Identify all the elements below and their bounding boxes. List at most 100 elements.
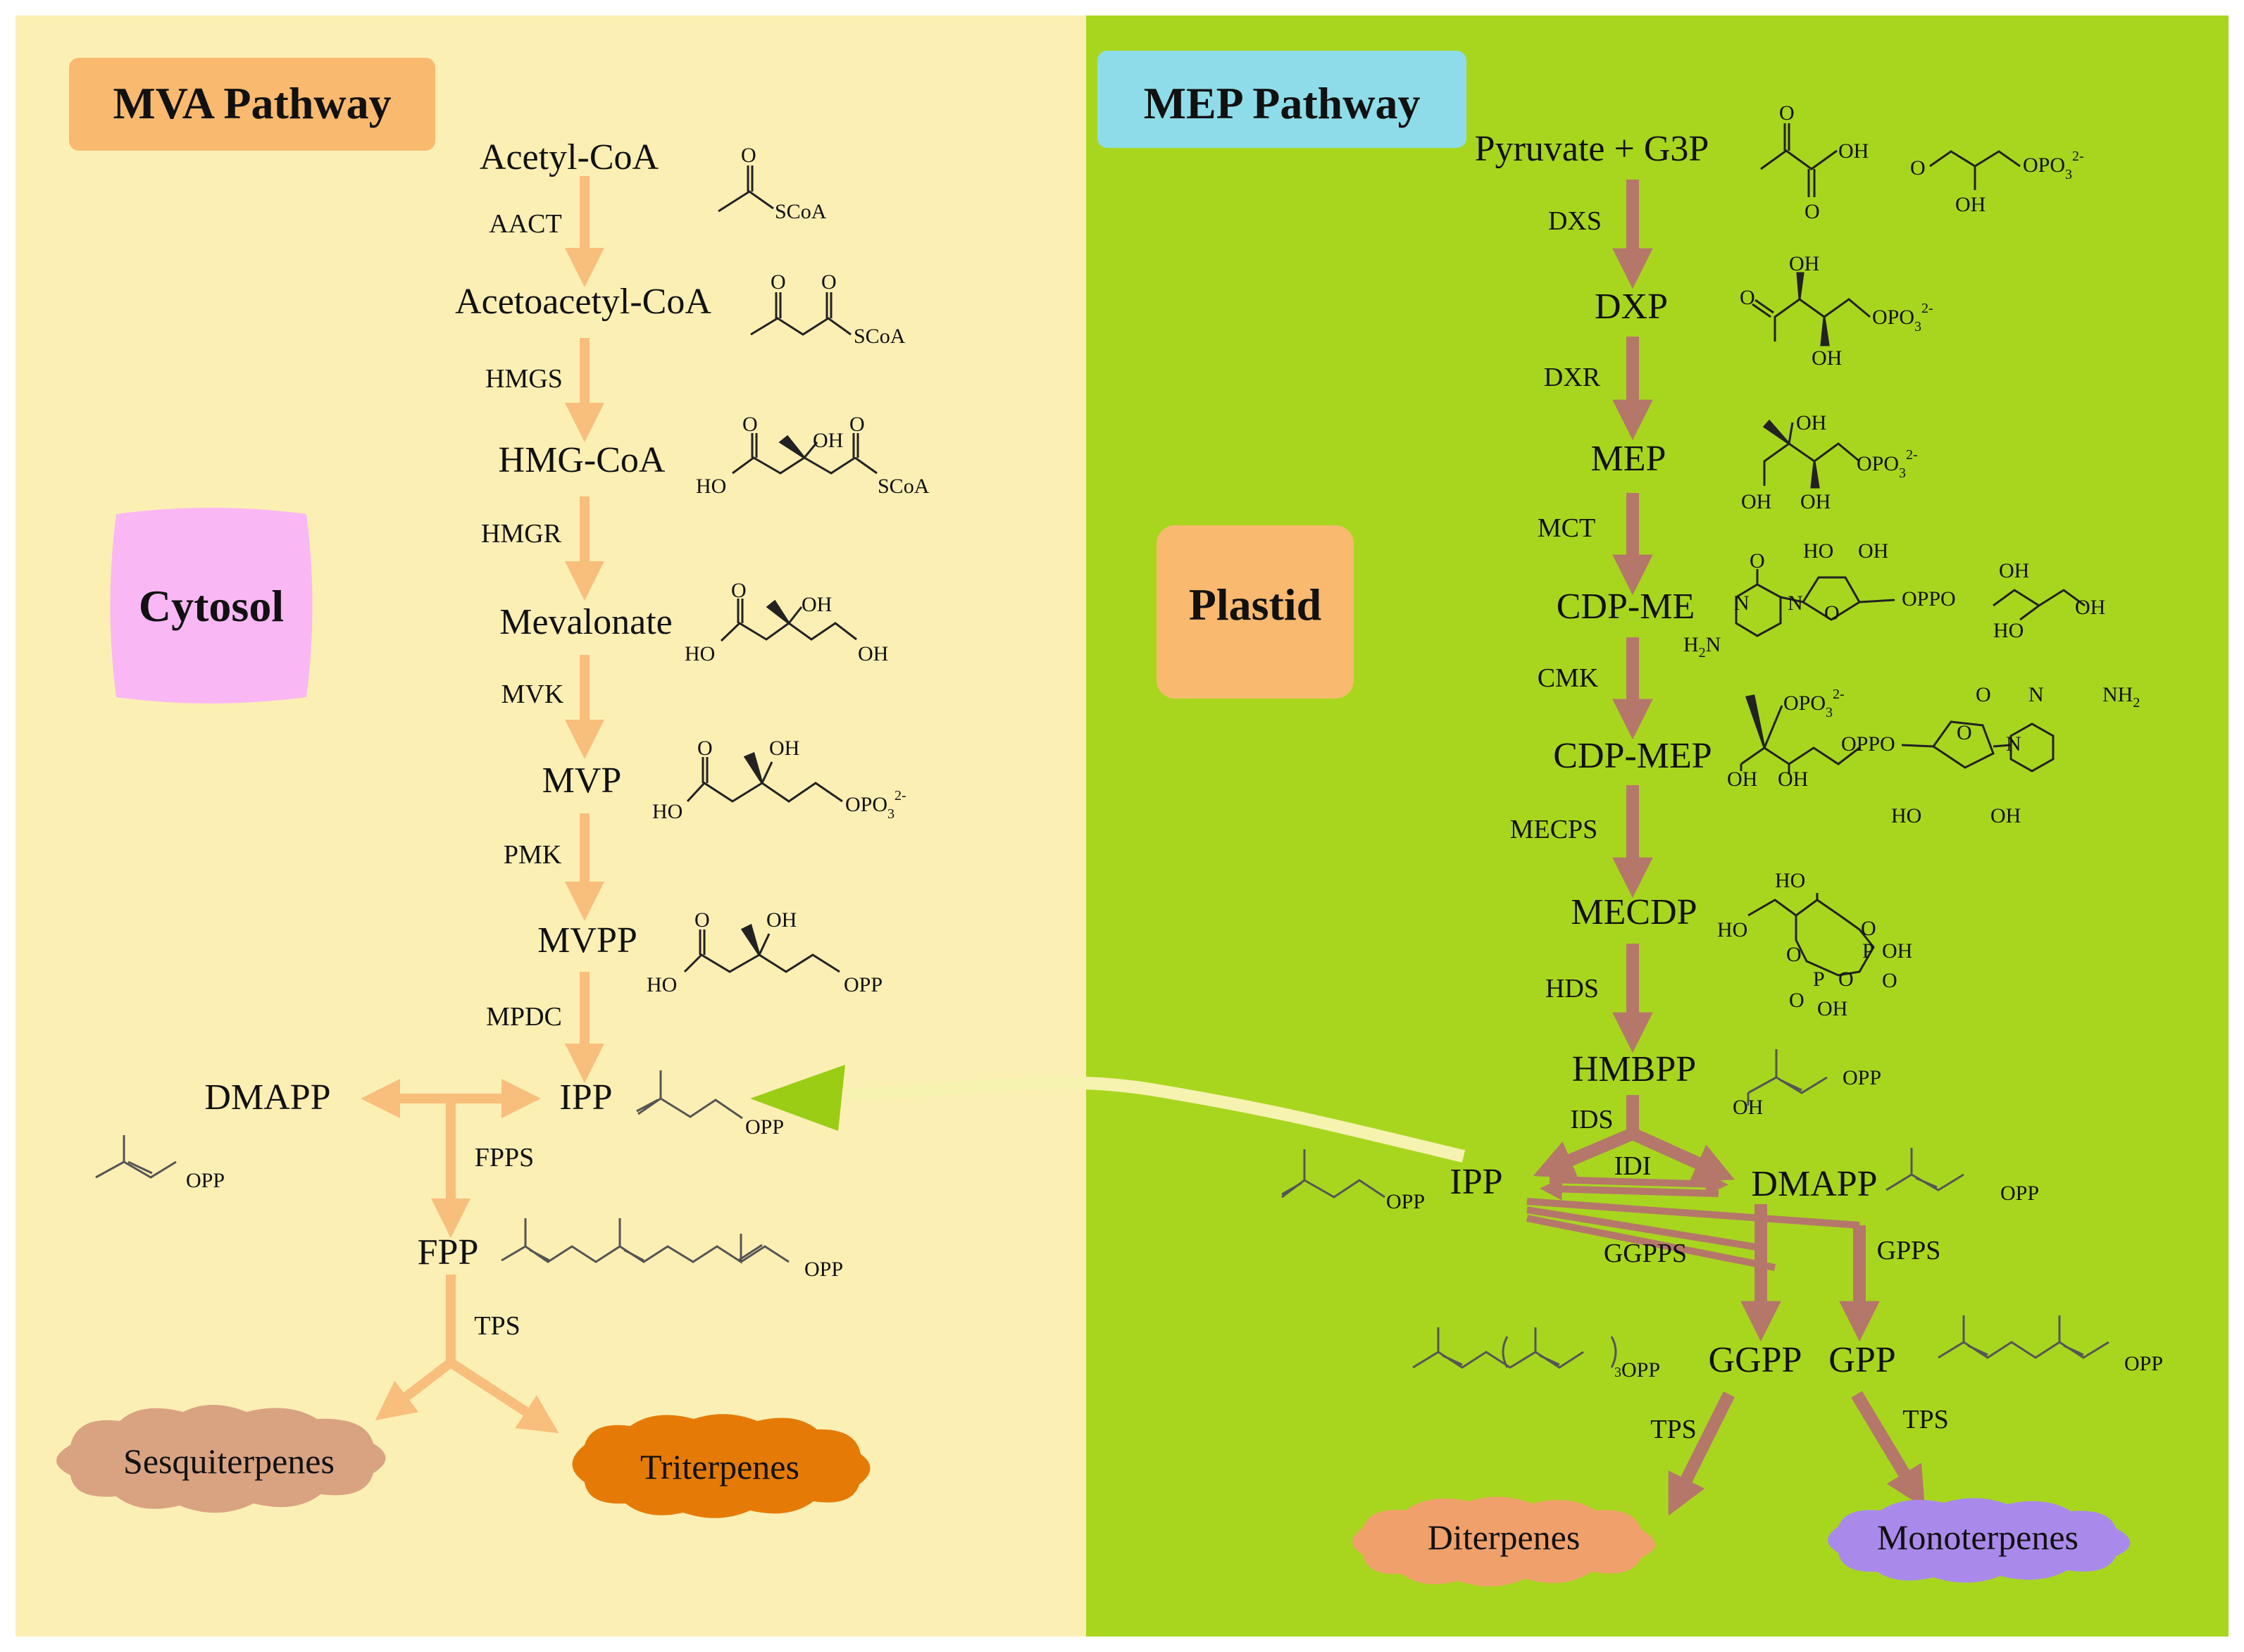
chem-opp: OPP: [804, 1258, 843, 1281]
enz-dxs: DXS: [1548, 206, 1602, 236]
chem-oh: OH: [858, 642, 888, 665]
chem-opo3: OPO: [845, 793, 887, 816]
struct-mecdp: [1747, 893, 1875, 977]
chem-o: O: [697, 737, 713, 760]
met-dmapp-mva: DMAPP: [204, 1077, 330, 1118]
met-dmapp-mep: DMAPP: [1751, 1164, 1877, 1204]
chem-oh: OH: [1727, 768, 1757, 791]
triterpenes-cloud: [572, 1414, 871, 1518]
gpps-line: [1526, 1198, 1860, 1229]
chem-opp3: OPP: [1621, 1358, 1660, 1382]
met-mevalonate: Mevalonate: [499, 602, 672, 642]
chem-opp: OPP: [745, 1115, 784, 1139]
struct-hmg-coa: [732, 433, 878, 475]
chem-oh: OH: [1990, 804, 2021, 827]
met-ipp-mva: IPP: [559, 1077, 612, 1118]
plastid-label: Plastid: [1189, 580, 1321, 630]
chem-ho: HO: [1891, 804, 1921, 827]
arrow-tps-left: [375, 1358, 454, 1421]
chem-o: O: [1957, 721, 1972, 744]
svg-text:H2N: H2N: [1683, 633, 1721, 661]
prod-sesquiterpenes: Sesquiterpenes: [123, 1441, 335, 1481]
chem-opo3-sub: 3: [2065, 167, 2072, 182]
chem-opo3: OPO: [1872, 306, 1914, 329]
chem-opp: OPP: [2000, 1182, 2039, 1205]
chem-o: O: [742, 413, 758, 436]
chem-ho: HO: [1803, 539, 1833, 563]
struct-ipp-mva: [636, 1070, 743, 1120]
enz-aact: AACT: [489, 209, 561, 239]
struct-ggpp: [1412, 1327, 1617, 1369]
chem-opo3-sup: 2-: [895, 788, 906, 803]
chem-o: O: [771, 270, 786, 294]
chem-opo3: OPO: [2023, 154, 2065, 177]
mva-title-box: [69, 58, 435, 151]
ggpps-line: [1526, 1206, 1762, 1251]
struct-fpp: [501, 1218, 790, 1264]
met-mep: MEP: [1591, 439, 1666, 479]
chem-o: O: [821, 270, 837, 294]
met-mvpp: MVPP: [537, 920, 637, 960]
struct-pyruvate: [1760, 123, 1838, 197]
met-acetyl-coa: Acetyl-CoA: [480, 137, 659, 177]
chem-oh: OH: [1741, 490, 1771, 513]
chem-oh: OH: [1812, 346, 1842, 370]
arrow-idi-right: [1549, 1172, 1728, 1196]
chem-o: O: [1779, 101, 1795, 125]
chem-o: O: [1838, 968, 1854, 991]
ipp-transport-arrow: [844, 1076, 1466, 1163]
chem-o: O: [1882, 969, 1897, 992]
struct-mvpp: [683, 923, 840, 973]
chem-oh: OH: [1838, 139, 1869, 163]
chem-ho: HO: [696, 475, 726, 498]
chem-ho: HO: [1775, 869, 1805, 892]
met-fpp: FPP: [418, 1232, 479, 1272]
struct-mvp: [686, 751, 843, 803]
chem-oh: OH: [1796, 411, 1826, 434]
chem-opo3-sub: 3: [1899, 465, 1906, 481]
chem-o: O: [1740, 286, 1755, 309]
chem-opp: OPP: [2124, 1352, 2163, 1375]
met-hmbpp: HMBPP: [1572, 1049, 1696, 1089]
enz-ids: IDS: [1570, 1105, 1613, 1134]
chem-ho: HO: [652, 800, 682, 823]
met-mecdp: MECDP: [1571, 892, 1697, 932]
chem-scoa: SCoA: [775, 200, 827, 223]
chem-o: O: [1976, 683, 1991, 706]
met-gpp: GPP: [1828, 1340, 1895, 1380]
svg-text:OPO32-: OPO32-: [1872, 301, 1933, 334]
mep-title-box: [1097, 51, 1466, 148]
chem-ho: HO: [647, 973, 677, 996]
chem-opo3-sup: 2-: [2072, 149, 2084, 164]
enz-tps-mono: TPS: [1902, 1405, 1948, 1434]
enz-ggpps: GGPPS: [1604, 1239, 1687, 1268]
chem-n: N: [2006, 732, 2021, 756]
svg-text:OPO32-: OPO32-: [1783, 687, 1845, 720]
arrow-tps-right: [448, 1358, 559, 1434]
chem-o: O: [1824, 601, 1840, 625]
chem-ho: HO: [1993, 619, 2024, 642]
chem-o: O: [1789, 989, 1804, 1012]
chem-scoa: SCoA: [854, 325, 906, 348]
prod-triterpenes: Triterpenes: [640, 1447, 799, 1487]
chem-oh: OH: [1817, 997, 1847, 1020]
met-mvp: MVP: [542, 761, 622, 801]
sesquiterpenes-cloud: [56, 1405, 386, 1513]
struct-g3p: [1929, 150, 2021, 190]
mep-title: MEP Pathway: [1144, 78, 1421, 128]
chem-o: O: [1804, 200, 1820, 223]
enz-cmk: CMK: [1538, 663, 1599, 693]
enz-mvk: MVK: [501, 680, 564, 709]
chem-o: O: [731, 579, 747, 602]
plastid-box: [1157, 525, 1354, 699]
arrow-tps-di: [1668, 1391, 1735, 1516]
chem-opp: OPP: [1386, 1190, 1425, 1213]
chem-o: O: [1786, 943, 1802, 966]
chem-h2n: H: [1683, 633, 1699, 656]
chem-n: N: [1788, 592, 1803, 615]
chem-oh: OH: [1778, 768, 1808, 791]
struct-gpp: [1938, 1315, 2109, 1359]
chem-o: O: [1750, 549, 1765, 572]
struct-mep: [1762, 419, 1860, 489]
